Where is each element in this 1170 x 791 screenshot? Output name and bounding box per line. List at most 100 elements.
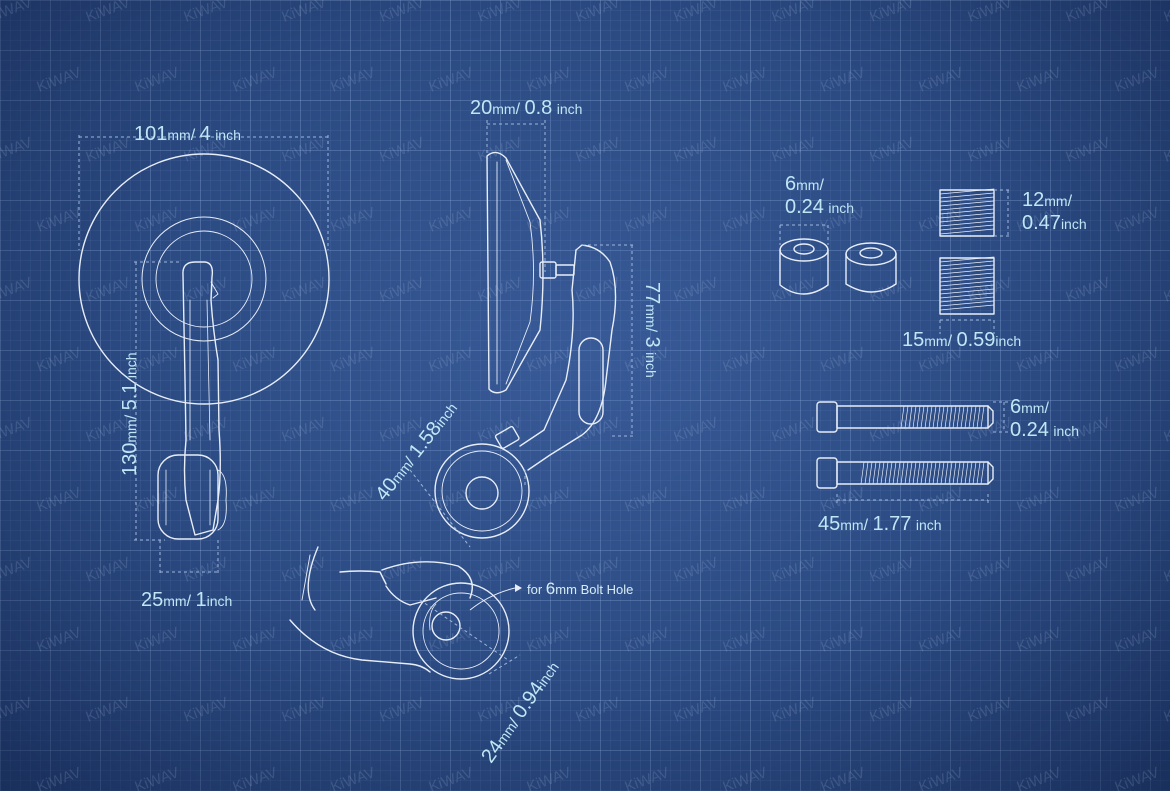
- watermark-text: KiWAV: [770, 274, 819, 306]
- watermark-text: KiWAV: [182, 414, 231, 446]
- bolt-thread-line: [960, 461, 965, 485]
- watermark-text: KiWAV: [84, 554, 133, 586]
- watermark-text: KiWAV: [672, 0, 721, 26]
- watermark-text: KiWAV: [672, 694, 721, 726]
- bolt-thread-line: [876, 461, 881, 485]
- thread-line: [939, 204, 995, 211]
- watermark-text: KiWAV: [133, 764, 182, 791]
- watermark-text: KiWAV: [231, 764, 280, 791]
- watermark-text: KiWAV: [427, 64, 476, 96]
- watermark-text: KiWAV: [819, 344, 868, 376]
- watermark-text: KiWAV: [721, 344, 770, 376]
- dim-spacer-diameter: 6mm/ 0.24 inch: [785, 173, 855, 218]
- watermark-text: KiWAV: [525, 624, 574, 656]
- watermark-text: KiWAV: [623, 64, 672, 96]
- bolt-thread-line: [912, 461, 917, 485]
- thread-line: [939, 300, 995, 307]
- watermark-text: KiWAV: [133, 204, 182, 236]
- bolt-thread-line: [980, 405, 985, 429]
- dim-arm-height: 77mm/ 3 inch: [641, 282, 663, 378]
- watermark-text: KiWAV: [525, 484, 574, 516]
- watermark-text: KiWAV: [721, 484, 770, 516]
- threaded-studs: [939, 188, 995, 315]
- watermark-text: KiWAV: [1113, 764, 1162, 791]
- watermark-text: KiWAV: [231, 484, 280, 516]
- watermark-text: KiWAV: [721, 764, 770, 791]
- bolt-thread-line: [864, 461, 869, 485]
- dim-bolt-length: 45mm/ 1.77 inch: [818, 513, 942, 535]
- watermark-text: KiWAV: [966, 554, 1015, 586]
- watermark-text: KiWAV: [280, 134, 329, 166]
- bolt-thread-line: [860, 461, 865, 485]
- watermark-text: KiWAV: [966, 134, 1015, 166]
- watermark-text: KiWAV: [770, 0, 819, 26]
- watermark-text: KiWAV: [0, 274, 34, 306]
- clamp-bottom-view: [289, 546, 510, 680]
- thread-line: [939, 296, 995, 303]
- watermark-text: KiWAV: [770, 134, 819, 166]
- bolt-thread-line: [932, 461, 937, 485]
- bolt-thread-line: [920, 461, 925, 485]
- watermark-text: KiWAV: [1162, 694, 1170, 726]
- thread-line: [939, 220, 995, 227]
- watermark-text: KiWAV: [917, 624, 966, 656]
- bolt-thread-line: [960, 405, 965, 429]
- bolt-thread-line: [948, 461, 953, 485]
- watermark-text: KiWAV: [868, 0, 917, 26]
- watermark-text: KiWAV: [182, 0, 231, 26]
- watermark-text: KiWAV: [819, 624, 868, 656]
- watermark-text: KiWAV: [525, 764, 574, 791]
- watermark-text: KiWAV: [1162, 134, 1170, 166]
- watermark-text: KiWAV: [623, 204, 672, 236]
- watermark-text: KiWAV: [525, 204, 574, 236]
- watermark-text: KiWAV: [1064, 134, 1113, 166]
- bolt-thread-line: [940, 405, 945, 429]
- watermark-text: KiWAV: [672, 274, 721, 306]
- bolt-thread-line: [912, 405, 917, 429]
- watermark-text: KiWAV: [280, 274, 329, 306]
- watermark-text: KiWAV: [721, 64, 770, 96]
- watermark-text: KiWAV: [329, 624, 378, 656]
- watermark-text: KiWAV: [1162, 274, 1170, 306]
- watermark-text: KiWAV: [819, 764, 868, 791]
- spacer-right: [845, 242, 897, 293]
- mirror-front-view: [78, 153, 330, 540]
- bolt-thread-line: [872, 461, 877, 485]
- watermark-text: KiWAV: [35, 64, 84, 96]
- dim-mirror-depth: 20mm/ 0.8 inch: [470, 97, 583, 119]
- watermark-text: KiWAV: [574, 134, 623, 166]
- bolt-thread-line: [968, 461, 973, 485]
- watermark-text: KiWAV: [1113, 624, 1162, 656]
- watermark-text: KiWAV: [231, 624, 280, 656]
- bolt-thread-line: [892, 461, 897, 485]
- thread-line: [939, 292, 995, 299]
- watermark-text: KiWAV: [378, 694, 427, 726]
- watermark-text: KiWAV: [1162, 414, 1170, 446]
- watermark-text: KiWAV: [868, 134, 917, 166]
- bolt-thread-line: [928, 405, 933, 429]
- watermark-text: KiWAV: [133, 624, 182, 656]
- bolt-thread-line: [868, 461, 873, 485]
- bolt-thread-line: [904, 405, 909, 429]
- bolt-thread-line: [924, 405, 929, 429]
- thread-line: [939, 264, 995, 271]
- watermark-text: KiWAV: [0, 554, 34, 586]
- watermark-text: KiWAV: [182, 554, 231, 586]
- watermark-text: KiWAV: [329, 204, 378, 236]
- watermark-text: KiWAV: [476, 554, 525, 586]
- bolt-thread-line: [896, 461, 901, 485]
- thread-line: [939, 228, 995, 235]
- watermark-text: KiWAV: [35, 204, 84, 236]
- watermark-text: KiWAV: [84, 694, 133, 726]
- thread-line: [939, 188, 995, 195]
- watermark-text: KiWAV: [427, 204, 476, 236]
- watermark-text: KiWAV: [1113, 204, 1162, 236]
- bolt-hole-arrow: [469, 584, 522, 611]
- bolt-thread-line: [948, 405, 953, 429]
- watermark-text: KiWAV: [0, 694, 34, 726]
- watermark-text: KiWAV: [280, 414, 329, 446]
- bolt-thread-line: [916, 461, 921, 485]
- watermark-text: KiWAV: [868, 554, 917, 586]
